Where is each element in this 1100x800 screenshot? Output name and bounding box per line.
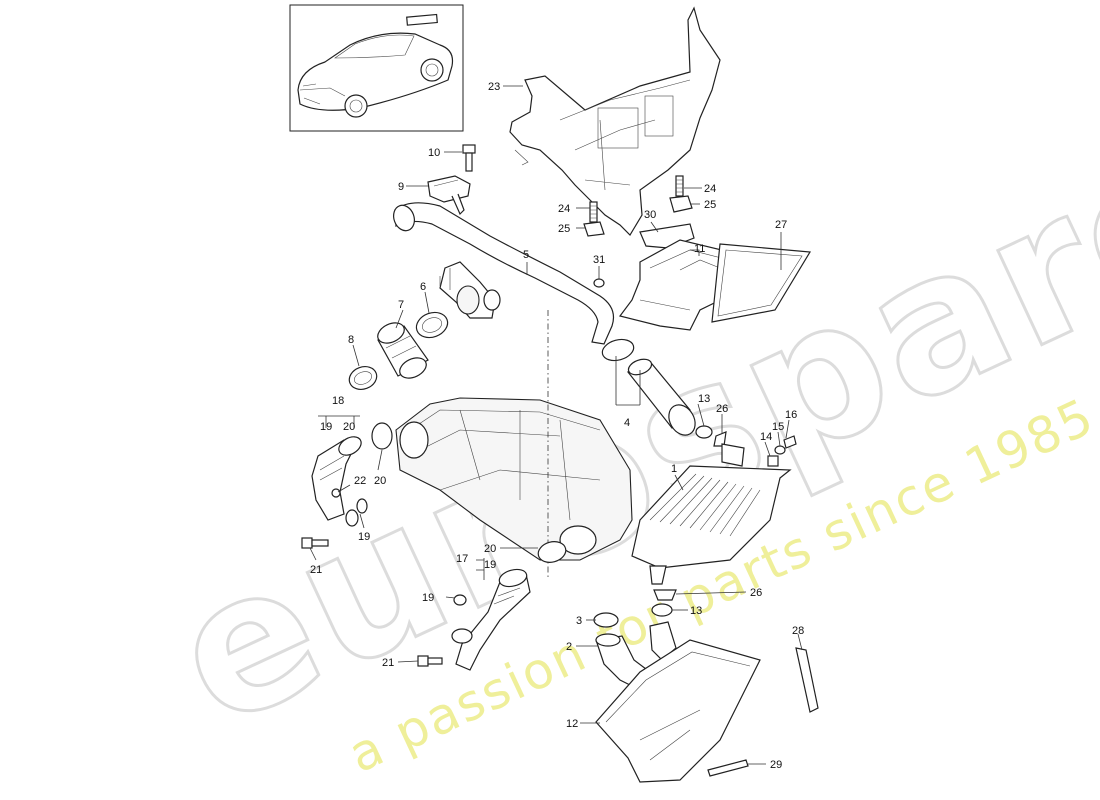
part-19-oring-b bbox=[453, 594, 467, 606]
callout-14: 14 bbox=[760, 431, 772, 443]
part-24-stud-lower bbox=[589, 201, 598, 223]
callout-13-lower: 13 bbox=[690, 605, 702, 617]
callout-19-oring: 19 bbox=[358, 531, 370, 543]
part-23-bracket bbox=[509, 6, 721, 236]
callout-21-lower: 21 bbox=[382, 657, 394, 669]
part-21-bolt-upper bbox=[301, 537, 329, 549]
part-27-gasket bbox=[711, 243, 812, 323]
car-thumbnail bbox=[289, 4, 464, 132]
callout-12: 12 bbox=[566, 718, 578, 730]
callout-labels: 23 10 9 24 25 24 25 30 11 27 31 5 6 7 8 … bbox=[310, 81, 804, 771]
part-25-clip-lower bbox=[583, 221, 605, 237]
part-29-seal bbox=[707, 759, 749, 777]
callout-9: 9 bbox=[398, 181, 404, 193]
callout-8: 8 bbox=[348, 334, 354, 346]
part-26-seal-lower bbox=[653, 589, 677, 601]
callout-20-clamp: 20 bbox=[374, 475, 386, 487]
part-8-clamp bbox=[348, 366, 378, 390]
part-9-sensor bbox=[427, 175, 471, 216]
callout-22: 22 bbox=[354, 475, 366, 487]
part-21-bolt-lower bbox=[417, 655, 443, 667]
part-1-intercooler bbox=[631, 443, 792, 585]
part-25-clip-upper bbox=[669, 195, 693, 213]
callout-21-upper: 21 bbox=[310, 564, 322, 576]
part-24-stud-upper bbox=[675, 175, 684, 197]
part-3-clamp bbox=[593, 612, 619, 628]
callout-13-upper: 13 bbox=[698, 393, 710, 405]
part-20-clamp-lower bbox=[537, 541, 567, 563]
callout-18: 18 bbox=[332, 395, 344, 407]
engine-intake-assembly bbox=[395, 397, 633, 561]
callout-20-group: 20 bbox=[343, 421, 355, 433]
callout-31: 31 bbox=[593, 254, 605, 266]
callout-11: 11 bbox=[694, 243, 705, 255]
leader-lines bbox=[309, 85, 803, 765]
callout-6: 6 bbox=[420, 281, 426, 293]
callout-10: 10 bbox=[428, 147, 440, 159]
callout-24-upper: 24 bbox=[704, 183, 716, 195]
callout-24-lower: 24 bbox=[558, 203, 570, 215]
callout-28: 28 bbox=[792, 625, 804, 637]
part-13-oring-lower bbox=[651, 603, 673, 617]
part-19-oring-c bbox=[451, 628, 473, 644]
callout-25-lower: 25 bbox=[558, 223, 570, 235]
callout-19-lower: 19 bbox=[422, 592, 434, 604]
part-22-fitting bbox=[331, 488, 341, 498]
part-15-washer bbox=[774, 445, 786, 455]
part-16-stud bbox=[783, 435, 797, 449]
part-13-oring-upper bbox=[695, 425, 713, 439]
callout-2: 2 bbox=[566, 641, 572, 653]
callout-29: 29 bbox=[770, 759, 782, 771]
part-28-strip bbox=[795, 647, 819, 713]
part-31-nut bbox=[593, 278, 605, 288]
part-17-hose-lower bbox=[455, 568, 531, 671]
part-5-charge-pipe bbox=[393, 202, 615, 345]
part-7-sleeve bbox=[377, 322, 429, 379]
callout-25-upper: 25 bbox=[704, 199, 716, 211]
callout-4: 4 bbox=[624, 417, 630, 429]
callout-23: 23 bbox=[488, 81, 500, 93]
callout-7: 7 bbox=[398, 299, 404, 311]
callout-3: 3 bbox=[576, 615, 582, 627]
part-20-clamp-upper bbox=[371, 422, 393, 450]
callout-1: 1 bbox=[671, 463, 677, 475]
callout-30: 30 bbox=[644, 209, 656, 221]
callout-27: 27 bbox=[775, 219, 787, 231]
callout-17: 17 bbox=[456, 553, 468, 565]
callout-15: 15 bbox=[772, 421, 784, 433]
part-12-lower-duct bbox=[595, 639, 761, 783]
callout-19-lower-group: 19 bbox=[484, 559, 496, 571]
callout-5: 5 bbox=[523, 249, 529, 261]
part-19-oring-a bbox=[345, 498, 368, 527]
callout-19-group: 19 bbox=[320, 421, 332, 433]
callout-26-upper: 26 bbox=[716, 403, 728, 415]
callout-26-lower: 26 bbox=[750, 587, 762, 599]
part-10-bolt bbox=[462, 144, 476, 172]
callout-16: 16 bbox=[785, 409, 797, 421]
callout-20-lower: 20 bbox=[484, 543, 496, 555]
part-18-hose-upper bbox=[311, 436, 362, 521]
part-6-clamp bbox=[415, 311, 449, 339]
part-4-hose bbox=[601, 338, 696, 436]
part-14-nut bbox=[767, 455, 779, 467]
